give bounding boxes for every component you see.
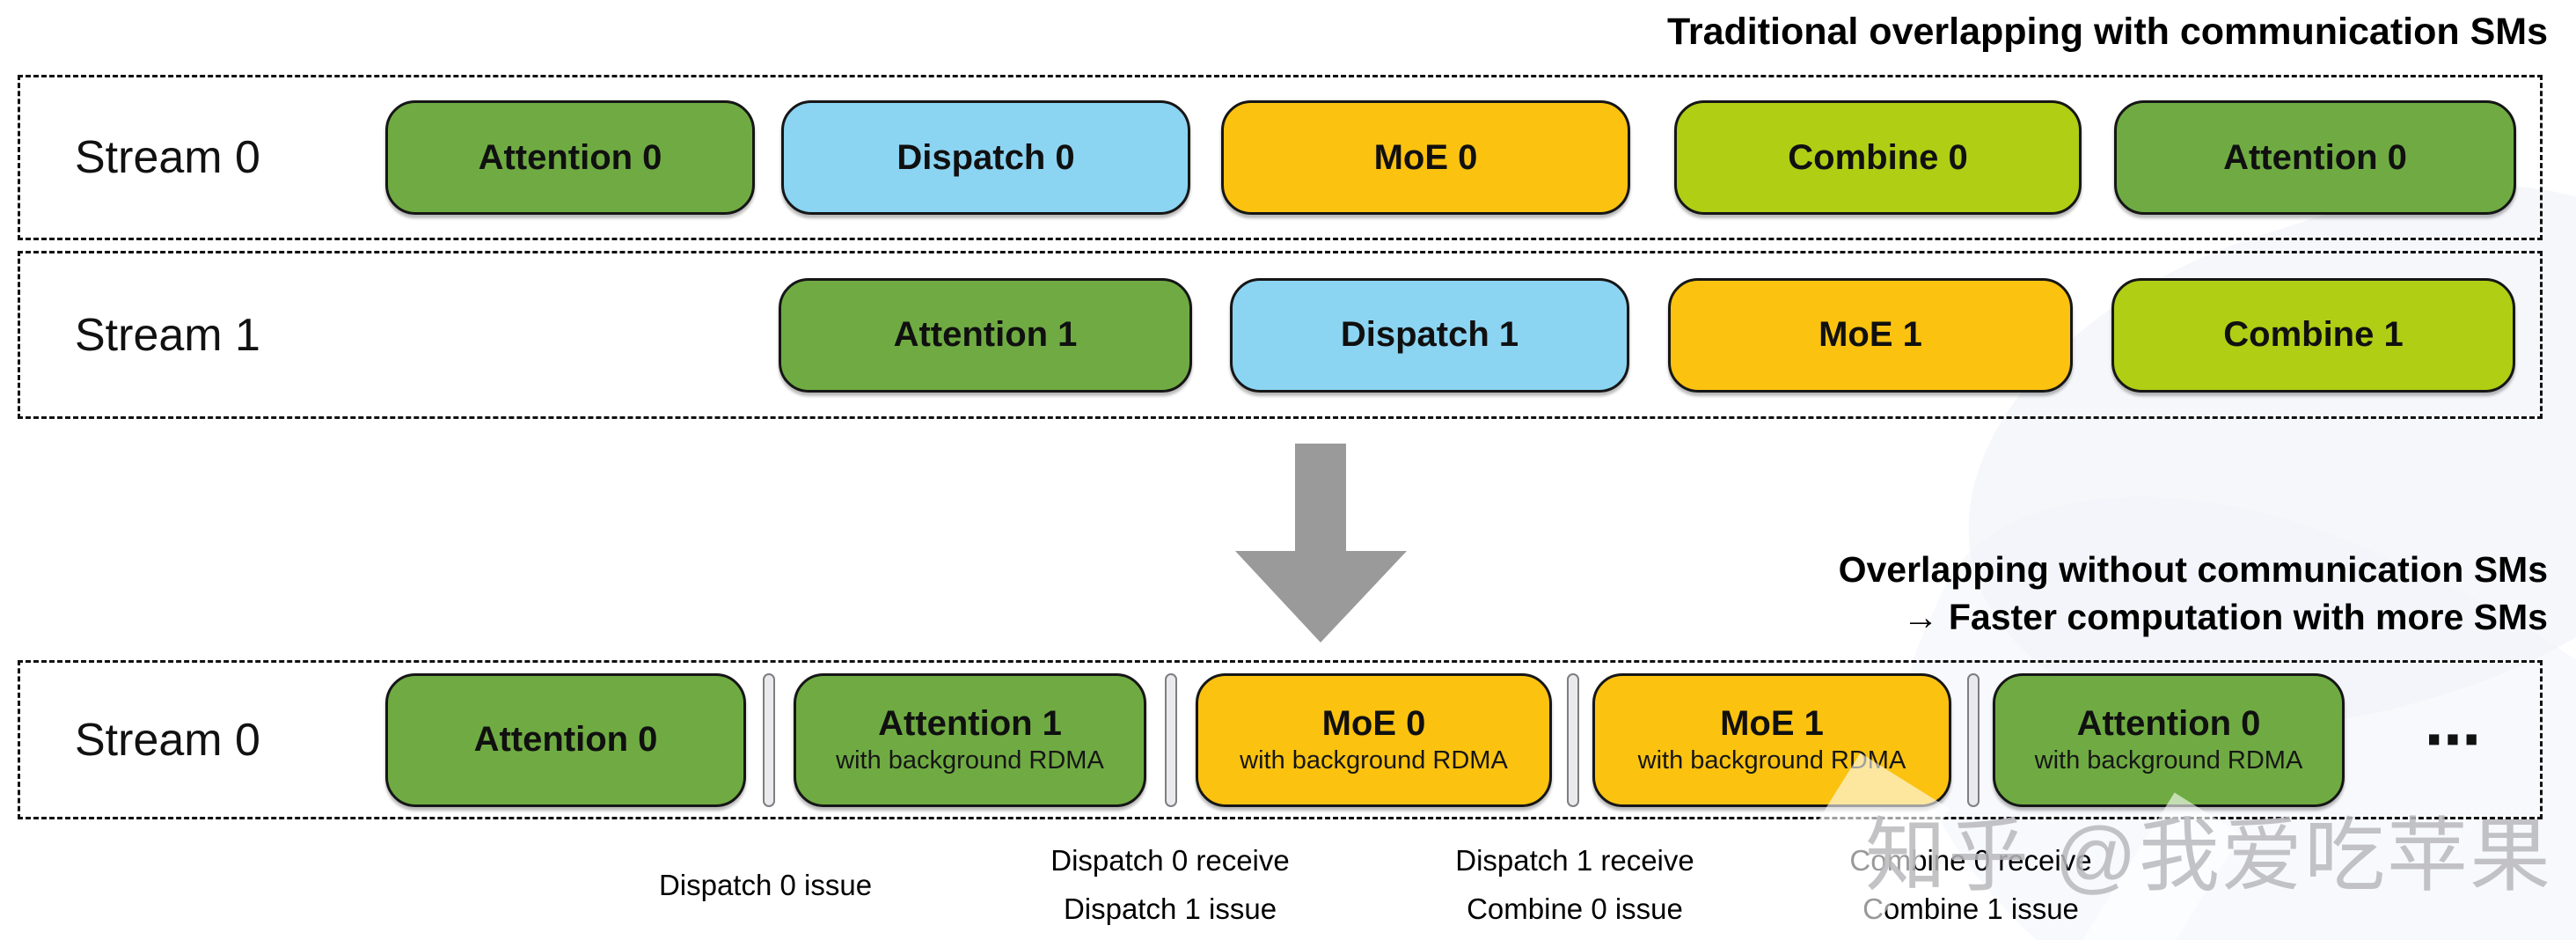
- task-block-dispatch-0: Dispatch 0: [781, 100, 1190, 215]
- zhihu-watermark: 知乎 @我爱吃苹果: [1865, 811, 2552, 901]
- stream-0-row-traditional: Stream 0 Attention 0 Dispatch 0 MoE 0 Combi…: [18, 75, 2543, 240]
- task-block-label: MoE 1: [1720, 704, 1824, 743]
- task-block-moe-0: MoE 0: [1221, 100, 1630, 215]
- task-block-label: Attention 0: [2076, 704, 2261, 743]
- continuation-ellipsis: ⋯: [2425, 708, 2485, 772]
- annotation-line: Dispatch 0 receive: [1050, 844, 1290, 877]
- task-block-label: MoE 0: [1321, 704, 1426, 743]
- annotation-line: Combine 1 issue: [1862, 892, 2079, 925]
- task-block-moe-0: MoE 0 with background RDMA: [1196, 672, 1552, 807]
- task-block-combine-0: Combine 0: [1674, 100, 2082, 215]
- timeline-annotation: Dispatch 0 issue: [659, 833, 872, 936]
- annotation-line: Dispatch 0 issue: [658, 868, 873, 901]
- down-arrow-icon: [1235, 444, 1407, 649]
- task-block-label: Attention 0: [478, 137, 662, 177]
- stream-label: Stream 1: [75, 309, 260, 361]
- task-block-attention-0: Attention 0: [385, 672, 746, 807]
- task-block-label: MoE 0: [1373, 137, 1478, 177]
- stream-separator: [1967, 672, 1980, 807]
- stream-separator: [763, 672, 775, 807]
- task-block-label: Attention 1: [878, 704, 1062, 743]
- task-block-label: Attention 0: [2223, 137, 2407, 177]
- task-block-label: Dispatch 1: [1340, 315, 1519, 354]
- task-block-attention-0: Attention 0: [385, 100, 755, 215]
- task-block-label: Combine 0: [1788, 137, 1968, 177]
- task-block-combine-1: Combine 1: [2111, 277, 2515, 393]
- task-block-attention-1: Attention 1: [779, 277, 1192, 393]
- task-block-subtitle: with background RDMA: [1240, 746, 1508, 775]
- task-block-subtitle: with background RDMA: [836, 746, 1104, 775]
- traditional-title: Traditional overlapping with communicati…: [1666, 11, 2548, 53]
- task-block-moe-1: MoE 1: [1668, 277, 2073, 393]
- stream-separator: [1165, 672, 1177, 807]
- task-block-label: Dispatch 0: [896, 137, 1075, 177]
- task-block-attention-1: Attention 1 with background RDMA: [794, 672, 1146, 807]
- task-block-subtitle: with background RDMA: [2034, 746, 2303, 775]
- optimized-title: Overlapping without communication SMs → …: [1839, 546, 2548, 641]
- stream-1-row-traditional: Stream 1 Attention 1 Dispatch 1 MoE 1 Combi…: [18, 251, 2543, 419]
- task-block-label: Combine 1: [2223, 315, 2404, 354]
- task-block-label: Attention 0: [473, 720, 658, 759]
- annotation-line: Combine 0 issue: [1467, 892, 1683, 925]
- stream-label: Stream 0: [75, 132, 260, 183]
- optimized-title-line1: Overlapping without communication SMs: [1838, 549, 2548, 590]
- task-block-label: Attention 1: [893, 315, 1078, 354]
- optimized-title-line2: → Faster computation with more SMs: [1902, 597, 2548, 637]
- annotation-line: Dispatch 1 receive: [1455, 844, 1694, 877]
- stream-separator: [1567, 672, 1579, 807]
- stream-0-row-optimized: Stream 0 Attention 0 Attention 1 with back…: [18, 660, 2543, 819]
- stream-label: Stream 0: [75, 714, 260, 766]
- task-block-attention-0: Attention 0: [2114, 100, 2516, 215]
- task-block-attention-0: Attention 0 with background RDMA: [1993, 672, 2345, 807]
- task-block-label: MoE 1: [1819, 315, 1922, 354]
- annotation-line: Dispatch 1 issue: [1063, 892, 1277, 925]
- task-block-dispatch-1: Dispatch 1: [1230, 277, 1629, 393]
